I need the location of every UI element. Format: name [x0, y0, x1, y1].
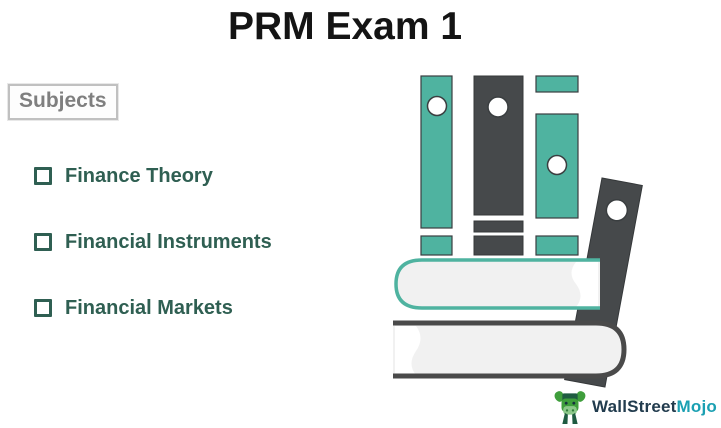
- checkbox-square-icon: [34, 233, 52, 251]
- subject-item-finance-theory: Finance Theory: [34, 163, 272, 189]
- bull-mascot-icon: [554, 391, 586, 424]
- subjects-label-box: Subjects: [8, 84, 118, 120]
- checkbox-square-icon: [34, 299, 52, 317]
- subject-item-label: Financial Instruments: [65, 230, 272, 253]
- book-top-teal: [394, 258, 600, 310]
- subjects-label: Subjects: [19, 89, 107, 112]
- binder-dark-middle: [473, 75, 524, 256]
- subject-item-financial-instruments: Financial Instruments: [34, 229, 272, 255]
- book-bottom-dark: [393, 320, 627, 379]
- wallstreetmojo-logo[interactable]: WallStreetMojo: [553, 389, 717, 425]
- binder-teal-right: [535, 75, 579, 256]
- logo-wordmark: WallStreetMojo: [592, 397, 717, 417]
- subject-item-label: Financial Markets: [65, 296, 233, 319]
- page-title: PRM Exam 1: [227, 5, 463, 48]
- subject-list: Finance Theory Financial Instruments Fin…: [34, 163, 272, 361]
- logo-text-primary: WallStreet: [592, 397, 677, 416]
- subject-item-financial-markets: Financial Markets: [34, 295, 272, 321]
- subject-item-label: Finance Theory: [65, 164, 213, 187]
- logo-text-secondary: Mojo: [676, 397, 717, 416]
- binder-teal-left: [420, 75, 453, 256]
- books-and-binders-illustration: [393, 75, 643, 388]
- checkbox-square-icon: [34, 167, 52, 185]
